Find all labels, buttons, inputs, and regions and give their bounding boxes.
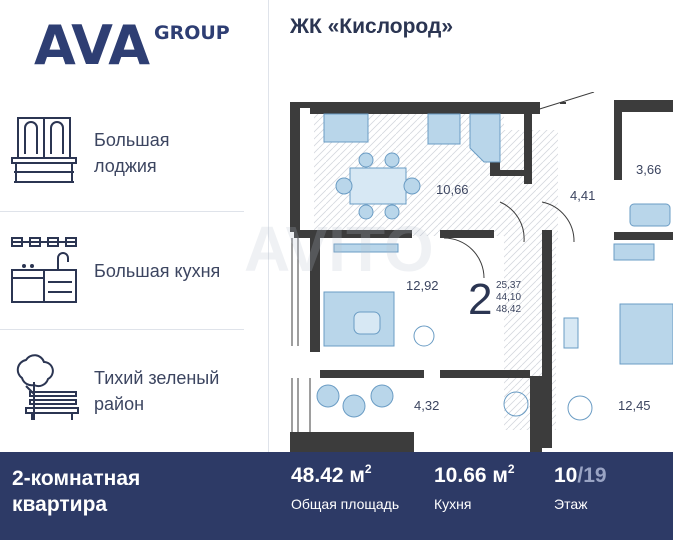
- feature-loggia-label: Большая лоджия: [94, 127, 170, 179]
- feature-kitchen-label: Большая кухня: [94, 258, 220, 284]
- balcony-door-icon: [8, 112, 80, 184]
- apartment-type: 2-комнатная квартира: [12, 466, 140, 518]
- room-area-hall: 4,41: [570, 188, 596, 203]
- feature-loggia: Большая лоджия: [0, 112, 268, 198]
- total-area-number: 48.42 м: [291, 464, 365, 487]
- area-full-small: 48,42: [496, 304, 522, 315]
- kitchen-caption: Кухня: [434, 496, 472, 512]
- info-footer: 2-комнатная квартира 48.42 м2 Общая площ…: [0, 452, 673, 540]
- room-area-loggia: 4,32: [414, 398, 440, 413]
- complex-title: ЖК «Кислород»: [290, 15, 453, 38]
- area-total-small: 44,10: [496, 292, 522, 303]
- kitchen-area-number: 10.66 м: [434, 464, 508, 487]
- tree-bench-icon: [8, 348, 80, 420]
- feature-green-area: Тихий зеленый район: [0, 348, 268, 428]
- total-area-sup: 2: [364, 462, 372, 476]
- feature-divider: [0, 211, 244, 212]
- logo-group-text: GROUP: [154, 22, 230, 44]
- floor-plan-drawing: [290, 91, 673, 452]
- feature-green-line1: Тихий зеленый: [94, 368, 220, 388]
- logo-main-text: AVA: [34, 14, 150, 77]
- watermark: AVITO: [244, 213, 434, 285]
- floor-total: /19: [577, 464, 607, 487]
- feature-kitchen-line1: Большая кухня: [94, 261, 221, 281]
- total-area-value: 48.42 м2: [291, 462, 372, 488]
- floor-number: 10: [554, 464, 578, 487]
- area-living: 25,37: [496, 280, 522, 291]
- floor-plan: 10,66 4,41 3,66 12,92 12,45 4,32 2 25,37…: [244, 91, 673, 452]
- apartment-type-line1: 2-комнатная: [12, 467, 141, 490]
- rooms-count: 2: [468, 275, 493, 324]
- room-area-kitchen: 10,66: [436, 182, 469, 197]
- floor-value: 10/19: [554, 464, 607, 488]
- room-area-bedroom: 12,45: [618, 398, 651, 413]
- feature-green-area-label: Тихий зеленый район: [94, 365, 219, 417]
- area-summary: 25,37 44,10 48,42: [496, 280, 521, 316]
- kitchen-area-sup: 2: [507, 462, 515, 476]
- kitchen-area-value: 10.66 м2: [434, 462, 515, 488]
- feature-divider: [0, 329, 244, 330]
- apartment-type-line2: квартира: [12, 493, 108, 516]
- feature-green-line2: район: [94, 394, 145, 414]
- kitchen-icon: [8, 234, 80, 306]
- separator-vertical: [268, 0, 269, 452]
- feature-loggia-line2: лоджия: [94, 156, 157, 176]
- room-area-bathroom: 3,66: [636, 162, 662, 177]
- total-area-caption: Общая площадь: [291, 496, 400, 512]
- floor-caption: Этаж: [554, 496, 588, 512]
- feature-kitchen: Большая кухня: [0, 232, 268, 312]
- room-area-living: 12,92: [406, 278, 439, 293]
- feature-loggia-line1: Большая: [94, 130, 170, 150]
